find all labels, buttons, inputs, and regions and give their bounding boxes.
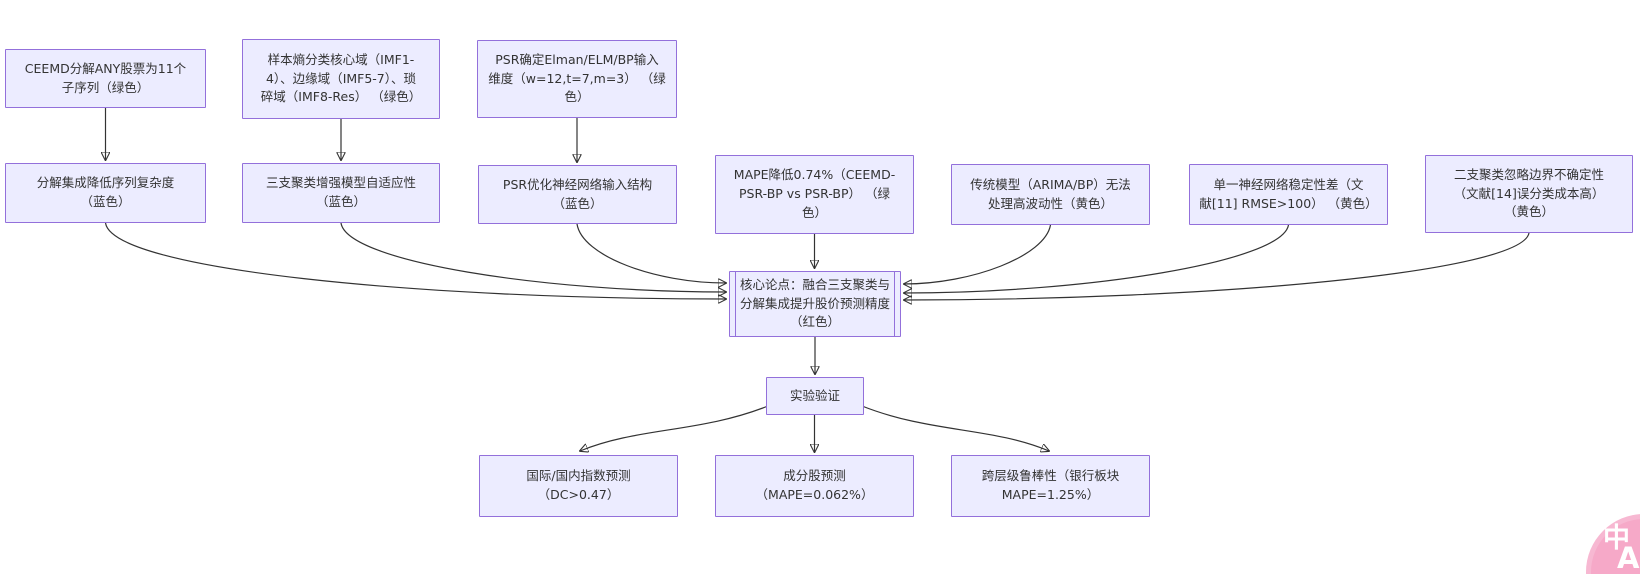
node-three-way-clustering-benefit: 三支聚类增强模型自适应性 （蓝色） xyxy=(242,163,440,223)
edge-experiment-to-index xyxy=(580,405,769,451)
node-decomposition-benefit: 分解集成降低序列复杂度 （蓝色） xyxy=(5,163,206,223)
node-experiment-validation: 实验验证 xyxy=(766,377,864,415)
node-robustness-result: 跨层级鲁棒性（银行板块 MAPE=1.25%） xyxy=(951,455,1150,517)
node-label: 分解集成降低序列复杂度 （蓝色） xyxy=(36,175,175,209)
edge-decomp-to-core xyxy=(104,222,727,299)
node-single-nn-limitation: 单一神经网络稳定性差（文 献[11] RMSE>100） （黄色） xyxy=(1189,164,1388,225)
node-label: MAPE降低0.74%（CEEMD- PSR-BP vs PSR-BP） （绿 … xyxy=(733,167,896,220)
node-label: 传统模型（ARIMA/BP）无法 处理高波动性（黄色） xyxy=(970,176,1131,211)
translate-badge-zh-glyph: 中 xyxy=(1603,523,1630,554)
node-label: 单一神经网络稳定性差（文 献[11] RMSE>100） （黄色） xyxy=(1199,176,1378,211)
node-label: 三支聚类增强模型自适应性 （蓝色） xyxy=(265,175,416,209)
node-core-thesis: 核心论点：融合三支聚类与 分解集成提升股价预测精度 （红色） xyxy=(729,271,901,337)
node-constituent-prediction-result: 成分股预测 （MAPE=0.062%） xyxy=(715,455,914,517)
node-label: 二支聚类忽略边界不确定性 （文献[14]误分类成本高） （黄色） xyxy=(1453,166,1605,220)
node-traditional-model-limitation: 传统模型（ARIMA/BP）无法 处理高波动性（黄色） xyxy=(951,164,1150,225)
node-label: PSR优化神经网络输入结构 （蓝色） xyxy=(502,176,653,211)
node-psr-input-dimension: PSR确定Elman/ELM/BP输入 维度（w=12,t=7,m=3） （绿 … xyxy=(477,40,677,118)
translate-badge-button[interactable]: 中 A xyxy=(1586,514,1640,574)
node-index-prediction-result: 国际/国内指数预测 （DC>0.47） xyxy=(479,455,678,517)
edge-experiment-to-robustness xyxy=(861,405,1049,451)
node-label: PSR确定Elman/ELM/BP输入 维度（w=12,t=7,m=3） （绿 … xyxy=(488,51,666,105)
node-two-way-clustering-limitation: 二支聚类忽略边界不确定性 （文献[14]误分类成本高） （黄色） xyxy=(1425,155,1633,233)
node-label: 成分股预测 （MAPE=0.062%） xyxy=(755,468,874,502)
edge-traditional-to-core xyxy=(904,224,1052,284)
node-mape-improvement-evidence: MAPE降低0.74%（CEEMD- PSR-BP vs PSR-BP） （绿 … xyxy=(715,155,914,234)
node-label: 国际/国内指数预测 （DC>0.47） xyxy=(526,468,631,502)
edge-psrbenefit-to-core xyxy=(576,223,726,283)
node-label: 核心论点：融合三支聚类与 分解集成提升股价预测精度 （红色） xyxy=(739,276,890,330)
node-label: 跨层级鲁棒性（银行板块 MAPE=1.25%） xyxy=(981,468,1120,502)
edge-twoway-to-core xyxy=(904,232,1530,300)
edge-twc-to-core xyxy=(340,222,726,292)
node-label: 实验验证 xyxy=(789,387,840,403)
node-label: CEEMD分解ANY股票为11个 子序列（绿色） xyxy=(24,60,187,95)
edge-singlenn-to-core xyxy=(904,224,1290,293)
node-ceemd-decomposition: CEEMD分解ANY股票为11个 子序列（绿色） xyxy=(5,49,206,108)
translate-badge-en-glyph: A xyxy=(1617,541,1640,574)
node-sample-entropy-domains: 样本熵分类核心域（IMF1- 4）、边缘域（IMF5-7）、琐 碎域（IMF8-… xyxy=(242,39,440,119)
node-label: 样本熵分类核心域（IMF1- 4）、边缘域（IMF5-7）、琐 碎域（IMF8-… xyxy=(260,51,422,105)
node-psr-benefit: PSR优化神经网络输入结构 （蓝色） xyxy=(478,165,677,224)
